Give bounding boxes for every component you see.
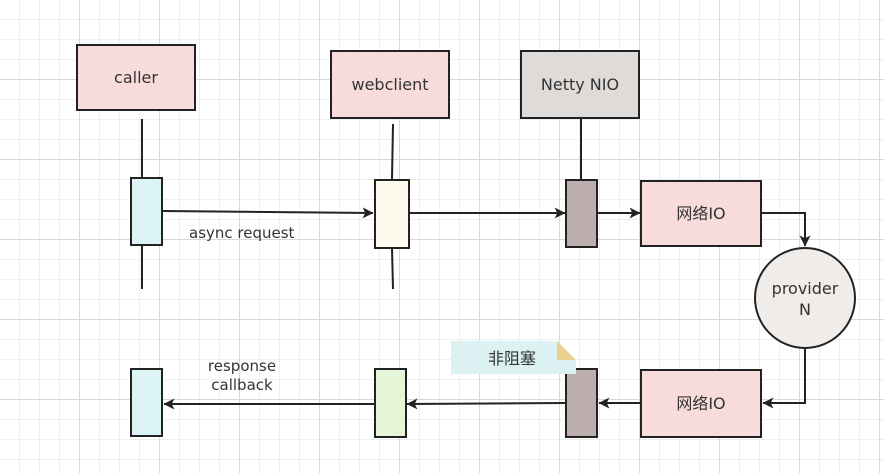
webclient-lifeline-bottom [391,247,394,290]
network-io-box-bottom [640,369,762,438]
webclient-lifeline-top [391,123,394,180]
callback-label: callback [211,376,273,394]
provider-to-network-io-arrow [762,349,806,409]
caller-box [76,44,196,111]
netty-activation-bottom [565,368,598,438]
netty-nio-label: Netty NIO [541,75,619,94]
async-request-arrow [162,207,374,219]
non-blocking-note: 非阻塞 [451,341,576,374]
caller-activation-top [130,177,163,246]
provider-label-n: N [799,300,811,319]
network-io-box-top [640,180,762,247]
netty-to-webclient-arrow [406,398,566,410]
note-body [451,341,576,374]
note-text: 非阻塞 [488,349,536,368]
netty-activation-top [565,179,598,248]
webclient-label: webclient [351,75,428,94]
webclient-box [330,50,450,119]
caller-activation-bottom [130,368,163,437]
network-io-to-provider-arrow [762,212,811,247]
provider-label: provider [772,279,839,298]
webclient-activation-bottom [374,368,407,438]
caller-label: caller [114,68,158,87]
network-io-label-top: 网络IO [676,204,725,223]
webclient-activation-top [374,179,410,249]
provider-node [754,247,856,349]
network-io-label-bottom: 网络IO [676,394,725,413]
note-fold [557,341,576,360]
response-label: response [208,357,276,375]
async-request-label: async request [189,224,295,242]
netty-nio-box [520,50,640,119]
